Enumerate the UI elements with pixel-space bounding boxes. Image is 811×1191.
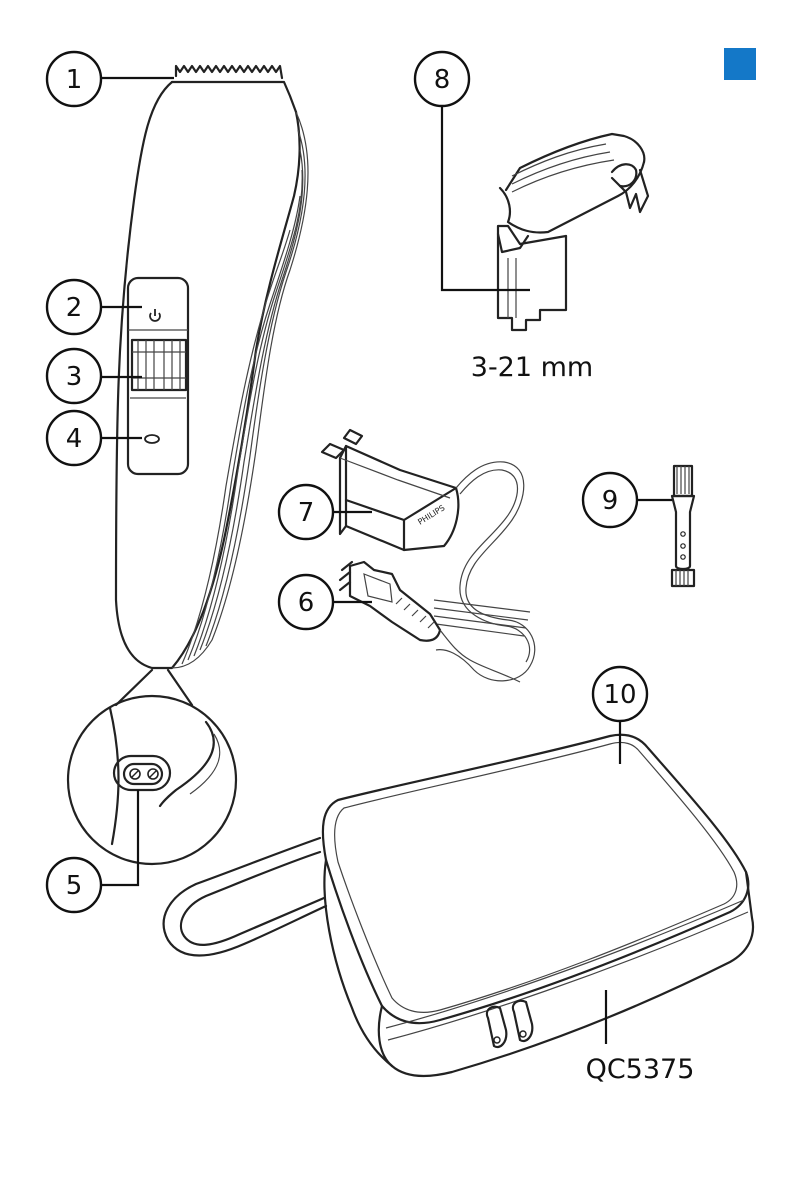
comb-range-caption: 3-21 mm xyxy=(471,352,593,383)
power-adapter: PHILIPS xyxy=(322,430,535,681)
socket-detail-view xyxy=(68,696,236,864)
model-number-caption: QC5375 xyxy=(586,1054,695,1085)
callout-4: 4 xyxy=(47,411,101,465)
svg-text:4: 4 xyxy=(66,424,83,454)
callout-1: 1 xyxy=(47,52,101,106)
cutting-blade xyxy=(176,66,282,78)
adjustable-comb xyxy=(498,134,648,330)
svg-text:5: 5 xyxy=(66,871,83,901)
zipper-pulls xyxy=(487,1001,532,1047)
storage-pouch xyxy=(164,735,753,1076)
svg-text:6: 6 xyxy=(298,588,315,618)
callout-6: 6 xyxy=(279,575,333,629)
length-dial xyxy=(132,340,186,390)
callout-3: 3 xyxy=(47,349,101,403)
svg-text:1: 1 xyxy=(66,65,83,95)
brand-logo-text: PHILIPS xyxy=(416,503,446,526)
power-button xyxy=(150,309,160,321)
svg-text:2: 2 xyxy=(66,293,83,323)
section-marker xyxy=(724,48,756,80)
svg-text:3: 3 xyxy=(66,362,83,392)
svg-text:7: 7 xyxy=(298,498,315,528)
callout-7: 7 xyxy=(279,485,333,539)
callout-2: 2 xyxy=(47,280,101,334)
cleaning-brush xyxy=(672,466,694,586)
callout-8: 8 xyxy=(415,52,469,106)
leader-lines xyxy=(102,78,672,1044)
callout-9: 9 xyxy=(583,473,637,527)
callout-5: 5 xyxy=(47,858,101,912)
callout-10: 10 xyxy=(593,667,647,721)
svg-text:10: 10 xyxy=(603,680,636,710)
small-plug xyxy=(340,562,520,682)
socket-icon xyxy=(114,756,170,790)
battery-indicator xyxy=(145,435,159,443)
svg-text:9: 9 xyxy=(602,486,619,516)
svg-text:8: 8 xyxy=(434,65,451,95)
